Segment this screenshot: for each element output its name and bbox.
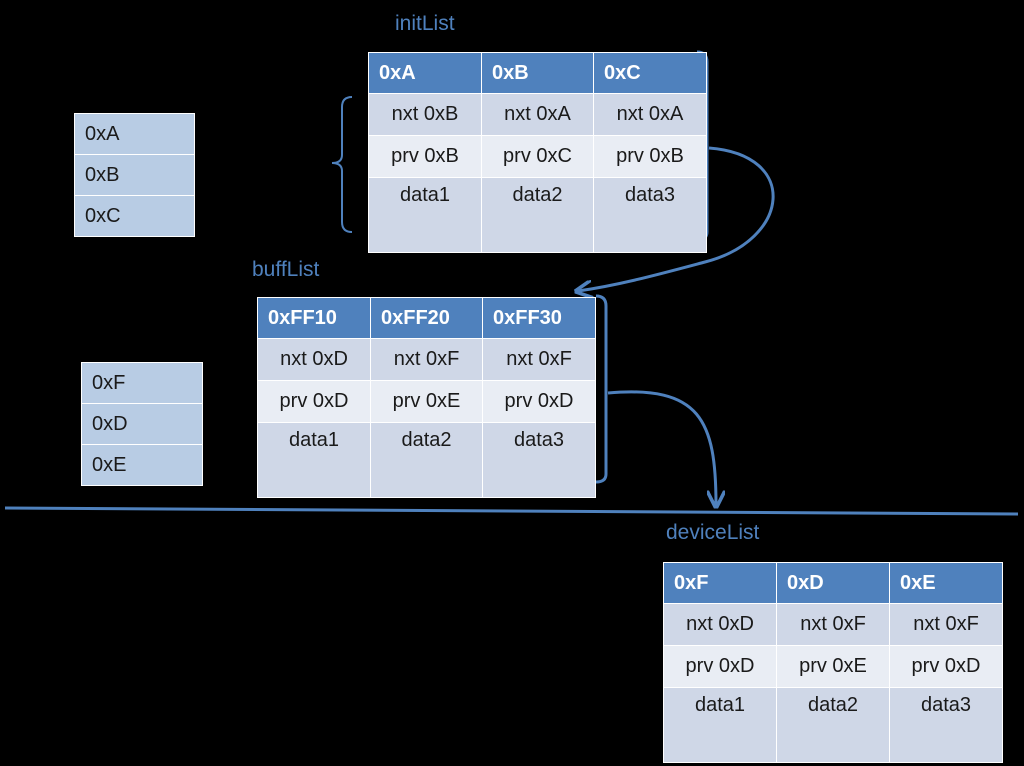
bufflist-id-stack: 0xF 0xD 0xE xyxy=(81,362,203,486)
devicelist-header-cell: 0xF xyxy=(663,562,777,604)
devicelist-label: deviceList xyxy=(666,521,760,544)
id-cell: 0xB xyxy=(74,154,195,196)
initlist-table: 0xA 0xB 0xC nxt 0xB nxt 0xA nxt 0xA prv … xyxy=(368,52,707,253)
bufflist-prev-cell: prv 0xD xyxy=(482,380,596,423)
devicelist-table: 0xF 0xD 0xE nxt 0xD nxt 0xF nxt 0xF prv … xyxy=(663,562,1003,763)
bufflist-prev-cell: prv 0xD xyxy=(257,380,371,423)
bufflist-header-cell: 0xFF20 xyxy=(370,297,483,339)
bufflist-next-cell: nxt 0xD xyxy=(257,338,371,381)
devicelist-header-cell: 0xE xyxy=(889,562,1003,604)
bufflist-table: 0xFF10 0xFF20 0xFF30 nxt 0xD nxt 0xF nxt… xyxy=(257,297,596,498)
initlist-prev-cell: prv 0xB xyxy=(368,135,482,178)
id-cell: 0xA xyxy=(74,113,195,155)
id-cell: 0xC xyxy=(74,195,195,237)
initlist-prev-cell: prv 0xB xyxy=(593,135,707,178)
initlist-left-brace xyxy=(331,96,353,233)
bufflist-data-cell: data2 xyxy=(370,422,483,498)
bufflist-right-brace xyxy=(595,294,608,484)
bufflist-next-cell: nxt 0xF xyxy=(370,338,483,381)
initlist-label: initList xyxy=(395,12,455,35)
id-cell: 0xF xyxy=(81,362,203,404)
devicelist-data-cell: data3 xyxy=(889,687,1003,763)
devicelist-header-cell: 0xD xyxy=(776,562,890,604)
divider-line xyxy=(4,506,1019,516)
devicelist-next-cell: nxt 0xD xyxy=(663,603,777,646)
bufflist-header-cell: 0xFF30 xyxy=(482,297,596,339)
initlist-header-cell: 0xC xyxy=(593,52,707,94)
initlist-next-cell: nxt 0xB xyxy=(368,93,482,136)
bufflist-next-cell: nxt 0xF xyxy=(482,338,596,381)
arrow-buff-to-device xyxy=(607,390,716,505)
initlist-prev-cell: prv 0xC xyxy=(481,135,594,178)
devicelist-data-cell: data1 xyxy=(663,687,777,763)
initlist-data-cell: data2 xyxy=(481,177,594,253)
bufflist-data-cell: data1 xyxy=(257,422,371,498)
devicelist-data-cell: data2 xyxy=(776,687,890,763)
initlist-data-cell: data1 xyxy=(368,177,482,253)
initlist-data-cell: data3 xyxy=(593,177,707,253)
arrow-init-to-buff xyxy=(578,146,775,291)
devicelist-next-cell: nxt 0xF xyxy=(776,603,890,646)
devicelist-prev-cell: prv 0xD xyxy=(889,645,1003,688)
bufflist-header-cell: 0xFF10 xyxy=(257,297,371,339)
initlist-header-cell: 0xA xyxy=(368,52,482,94)
id-cell: 0xD xyxy=(81,403,203,445)
initlist-next-cell: nxt 0xA xyxy=(481,93,594,136)
devicelist-prev-cell: prv 0xE xyxy=(776,645,890,688)
devicelist-next-cell: nxt 0xF xyxy=(889,603,1003,646)
initlist-header-cell: 0xB xyxy=(481,52,594,94)
bufflist-prev-cell: prv 0xE xyxy=(370,380,483,423)
bufflist-data-cell: data3 xyxy=(482,422,596,498)
initlist-next-cell: nxt 0xA xyxy=(593,93,707,136)
devicelist-prev-cell: prv 0xD xyxy=(663,645,777,688)
id-cell: 0xE xyxy=(81,444,203,486)
bufflist-label: buffList xyxy=(252,258,320,281)
initlist-id-stack: 0xA 0xB 0xC xyxy=(74,113,195,237)
